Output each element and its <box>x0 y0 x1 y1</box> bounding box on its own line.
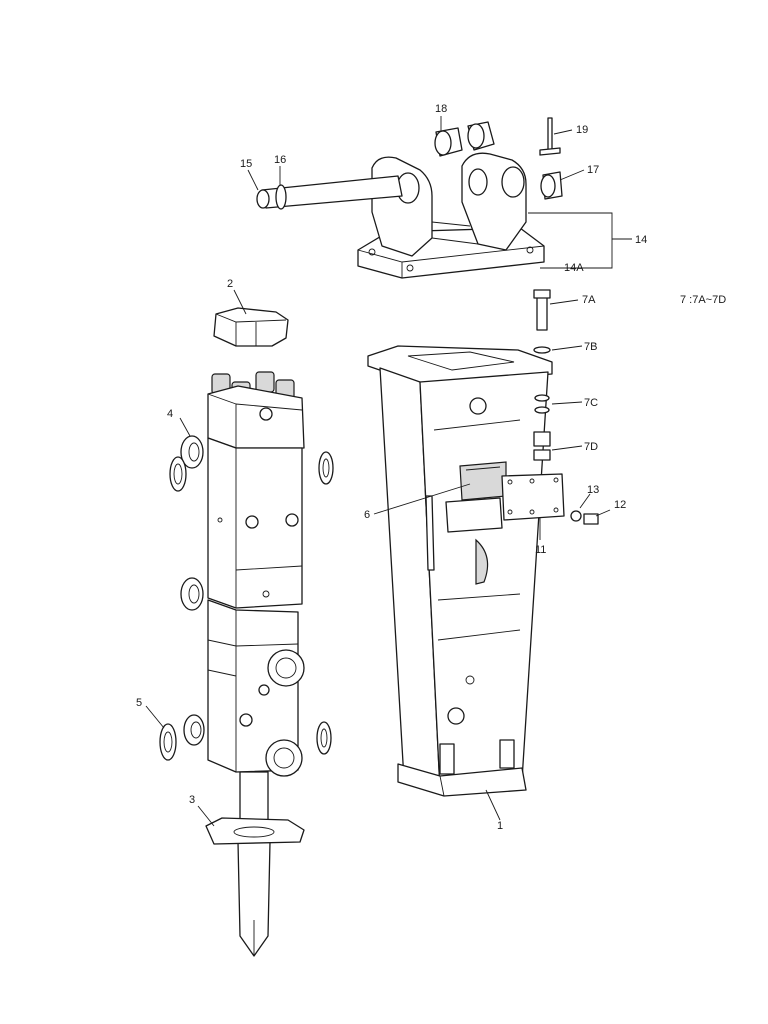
breaker-body <box>159 371 334 957</box>
washer-7b <box>533 346 551 354</box>
bracket-assembly <box>256 117 632 279</box>
bolt <box>547 117 553 151</box>
callout-6: 6 <box>364 509 370 521</box>
callout-12: 12 <box>614 499 626 511</box>
cover-plate <box>501 473 565 521</box>
callout-7a: 7A <box>582 294 596 306</box>
callout-17: 17 <box>587 164 599 176</box>
seal-ring <box>159 723 177 761</box>
callout-4: 4 <box>167 408 173 420</box>
callout-11: 11 <box>535 544 546 556</box>
callout-7b: 7B <box>584 341 597 353</box>
legend-note: 7 :7A~7D <box>680 294 726 306</box>
callout-14: 14 <box>635 234 647 246</box>
callout-labels: 18 19 15 16 17 14 14A 2 7A 7 :7A~7D 7B 7… <box>136 103 726 832</box>
bracket-side-plate-left <box>371 156 433 257</box>
washer <box>275 184 287 210</box>
washer-13 <box>570 510 582 522</box>
seal-ring <box>169 456 187 492</box>
leader-lines <box>145 116 611 827</box>
callout-14a: 14A <box>564 262 584 274</box>
bushing-6 <box>459 461 507 501</box>
box-housing <box>367 289 599 797</box>
callout-2: 2 <box>227 278 233 290</box>
nut-7d <box>533 431 551 447</box>
callout-7c: 7C <box>584 397 598 409</box>
retaining-plate <box>205 817 305 845</box>
callout-18: 18 <box>435 103 447 115</box>
washer-7c <box>534 394 550 402</box>
callout-5: 5 <box>136 697 142 709</box>
callout-3: 3 <box>189 794 195 806</box>
callout-19: 19 <box>576 124 588 136</box>
valve-cap <box>213 307 289 347</box>
callout-13: 13 <box>587 484 599 496</box>
callout-1: 1 <box>497 820 503 832</box>
callout-7d: 7D <box>584 441 598 453</box>
callout-16: 16 <box>274 154 286 166</box>
callout-15: 15 <box>240 158 252 170</box>
bolt-7a <box>533 289 551 331</box>
bolt-12 <box>583 513 599 525</box>
